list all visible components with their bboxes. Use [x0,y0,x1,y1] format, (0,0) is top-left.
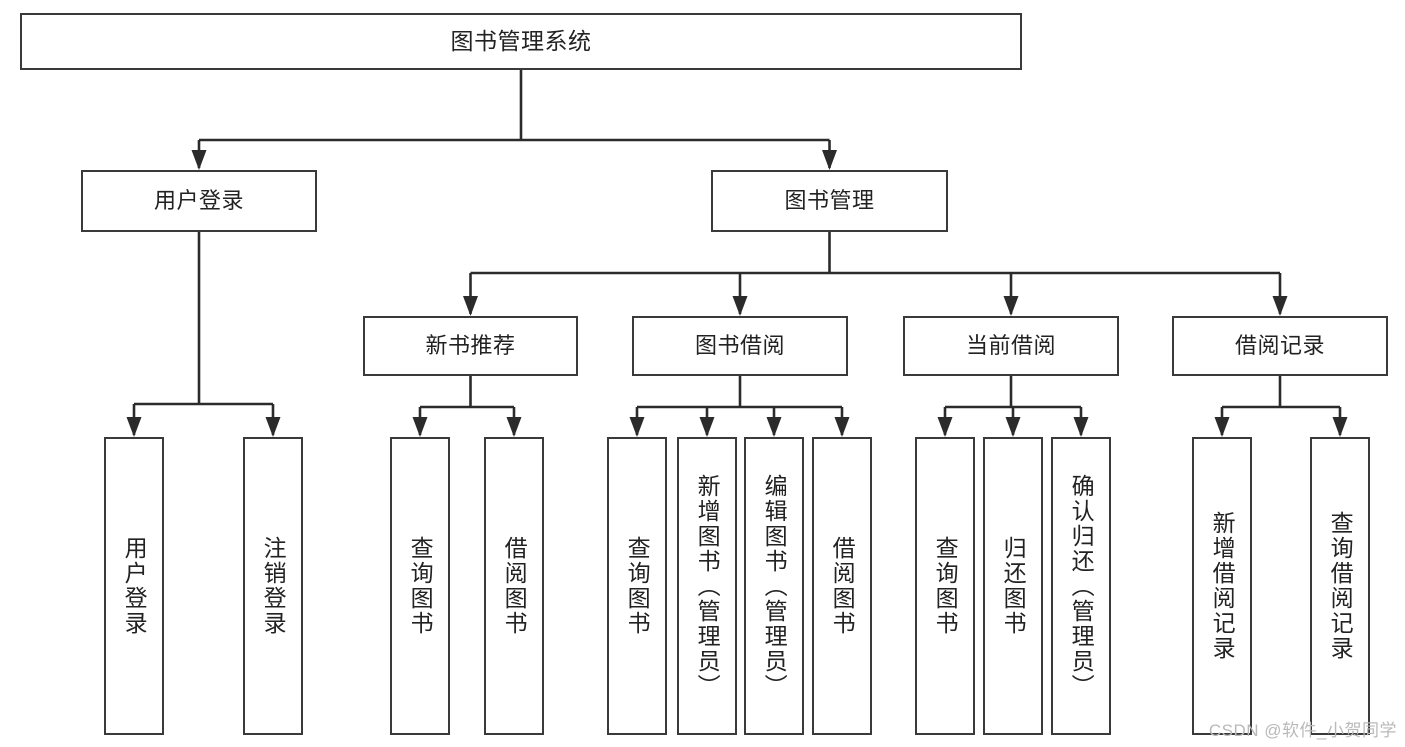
arrow-head-leaf-user-login [126,417,142,437]
arrow-head-leaf-edit-book [766,417,782,437]
arrow-head-leaf-borrow-book-rec [506,417,522,437]
arrow-head-leaf-confirm-return [1073,417,1089,437]
node-label-leaf-query-book-cb: 查询图书 [932,536,959,636]
arrow-head-leaf-add-record [1214,417,1230,437]
node-label-leaf-query-book-rec: 查询图书 [407,536,434,636]
node-label-borrow-record: 借阅记录 [1234,332,1325,358]
arrow-head-current-borrow [1003,296,1019,316]
arrow-head-leaf-add-book [699,417,715,437]
node-leaf-borrow-book-rec[interactable]: 借阅图书 [484,437,544,735]
node-leaf-query-book-cb[interactable]: 查询图书 [915,437,975,735]
arrow-head-new-book-rec [463,296,478,316]
node-book-borrow[interactable]: 图书借阅 [632,316,848,376]
node-label-current-borrow: 当前借阅 [965,332,1056,358]
node-leaf-user-login[interactable]: 用户登录 [104,437,164,735]
node-leaf-edit-book[interactable]: 编辑图书（管理员） [744,437,804,735]
node-label-book-manage: 图书管理 [784,187,875,213]
arrow-head-leaf-user-logout [265,417,281,437]
node-label-book-borrow: 图书借阅 [694,332,785,358]
node-label-leaf-query-book-bb: 查询图书 [624,536,651,636]
node-leaf-confirm-return[interactable]: 确认归还（管理员） [1051,437,1111,735]
arrow-head-user-login [191,150,207,170]
node-leaf-query-record[interactable]: 查询借阅记录 [1310,437,1370,735]
arrow-head-leaf-return-book [1005,417,1021,437]
node-label-new-book-rec: 新书推荐 [425,332,516,358]
node-new-book-rec[interactable]: 新书推荐 [363,316,578,376]
node-leaf-add-book[interactable]: 新增图书（管理员） [677,437,737,735]
arrow-head-book-borrow [732,296,748,316]
node-label-leaf-user-login: 用户登录 [121,536,148,636]
arrow-head-leaf-query-book-cb [937,417,953,437]
arrow-head-leaf-borrow-book-bb [834,417,850,437]
node-leaf-borrow-book-bb[interactable]: 借阅图书 [812,437,872,735]
node-label-leaf-edit-book: 编辑图书（管理员） [761,473,788,699]
node-label-leaf-confirm-return: 确认归还（管理员） [1068,473,1095,699]
node-label-leaf-borrow-book-rec: 借阅图书 [501,536,528,636]
node-leaf-query-book-rec[interactable]: 查询图书 [390,437,450,735]
node-label-user-login: 用户登录 [153,187,244,213]
arrow-head-book-manage [822,150,837,170]
node-label-leaf-return-book: 归还图书 [1000,536,1027,636]
node-label-leaf-add-book: 新增图书（管理员） [694,473,721,699]
arrow-head-borrow-record [1272,296,1288,316]
node-label-leaf-query-record: 查询借阅记录 [1327,511,1354,661]
node-label-leaf-add-record: 新增借阅记录 [1209,511,1236,661]
arrow-head-leaf-query-book-rec [412,417,428,437]
arrow-head-leaf-query-record [1332,417,1348,437]
node-leaf-user-logout[interactable]: 注销登录 [243,437,303,735]
node-leaf-return-book[interactable]: 归还图书 [983,437,1043,735]
arrow-head-leaf-query-book-bb [629,417,645,437]
node-label-root: 图书管理系统 [450,27,592,54]
node-user-login[interactable]: 用户登录 [81,170,317,232]
node-label-leaf-borrow-book-bb: 借阅图书 [829,536,856,636]
node-leaf-add-record[interactable]: 新增借阅记录 [1192,437,1252,735]
node-label-leaf-user-logout: 注销登录 [260,536,287,636]
node-book-manage[interactable]: 图书管理 [711,170,948,232]
node-current-borrow[interactable]: 当前借阅 [903,316,1119,376]
node-root[interactable]: 图书管理系统 [20,13,1022,70]
node-borrow-record[interactable]: 借阅记录 [1172,316,1388,376]
node-leaf-query-book-bb[interactable]: 查询图书 [607,437,667,735]
